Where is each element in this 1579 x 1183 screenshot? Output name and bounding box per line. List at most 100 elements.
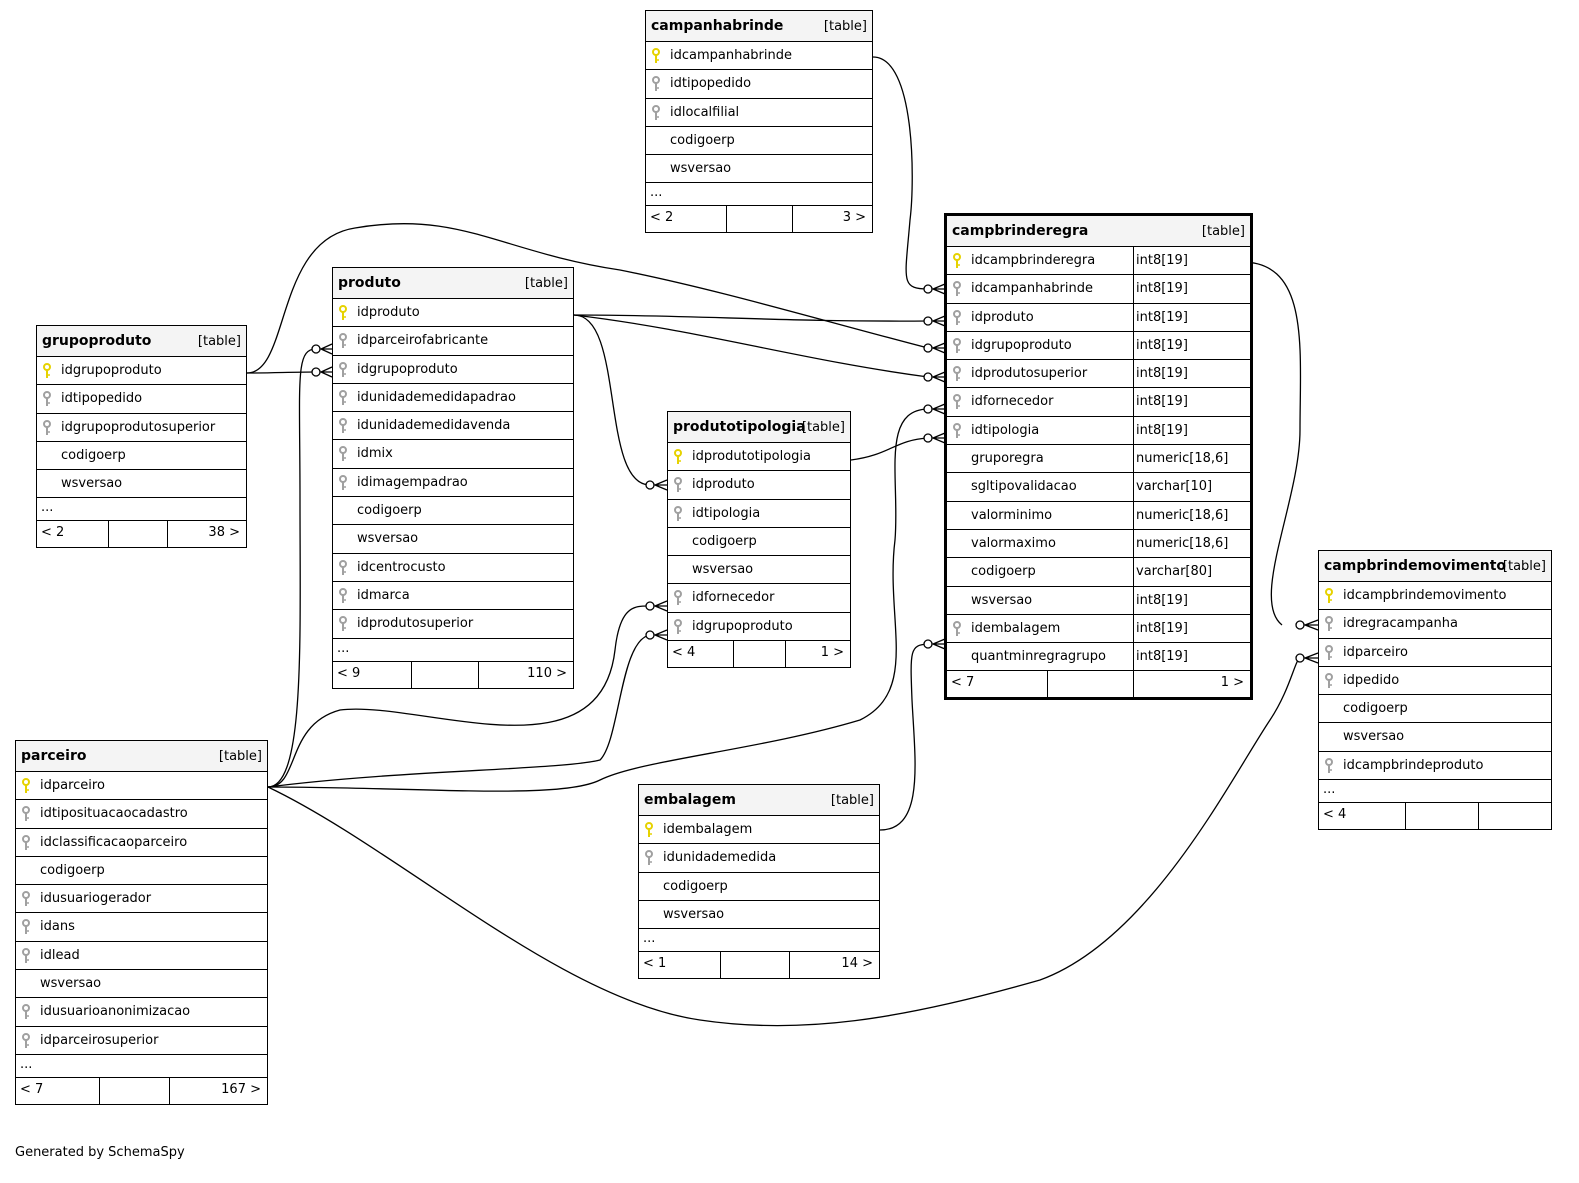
- column-idans[interactable]: idans: [16, 913, 267, 942]
- column-idclassificacaoparceiro[interactable]: idclassificacaoparceiro: [16, 829, 267, 857]
- parents-count-link[interactable]: < 2: [650, 210, 674, 226]
- column-idusuarioanonimizacao[interactable]: idusuarioanonimizacao: [16, 998, 267, 1027]
- parents-count-link[interactable]: < 2: [41, 525, 65, 541]
- column-idunidademedida[interactable]: idunidademedida: [639, 844, 879, 873]
- column-idpedido[interactable]: idpedido: [1319, 667, 1551, 696]
- column-codigoerp[interactable]: codigoerp: [333, 497, 573, 526]
- column-idgrupoproduto[interactable]: idgrupoproduto: [668, 613, 850, 642]
- primary-key-icon: [41, 363, 53, 379]
- column-idgrupoproduto[interactable]: idgrupoproduto: [37, 357, 246, 386]
- column-idtipopedido[interactable]: idtipopedido: [37, 385, 246, 414]
- column-idprodutotipologia[interactable]: idprodutotipologia: [668, 443, 850, 472]
- table-produtotipologia[interactable]: produtotipologia[table]idprodutotipologi…: [667, 411, 851, 669]
- column-wsversao[interactable]: wsversao: [16, 970, 267, 999]
- table-campbrindemovimento[interactable]: campbrindemovimento[table]idcampbrindemo…: [1318, 550, 1552, 831]
- column-divider: [1133, 247, 1134, 275]
- edge-produto-campbrinderegra-idprodutosuperior: [573, 314, 929, 378]
- relationship-nav: < 4: [1319, 803, 1551, 830]
- parents-count-link[interactable]: < 4: [672, 645, 696, 661]
- column-idparceiro[interactable]: idparceiro: [16, 772, 267, 801]
- column-idmix[interactable]: idmix: [333, 440, 573, 469]
- column-type: int8[19]: [1136, 366, 1188, 382]
- column-name: wsversao: [61, 476, 123, 492]
- column-idparceirosuperior[interactable]: idparceirosuperior: [16, 1027, 267, 1055]
- column-divider: [1133, 388, 1134, 416]
- children-count-link[interactable]: 1 >: [1220, 675, 1244, 691]
- children-count-link[interactable]: 1 >: [820, 645, 844, 661]
- column-idgrupoproduto[interactable]: idgrupoproduto: [333, 356, 573, 384]
- children-count-link[interactable]: 38 >: [208, 525, 240, 541]
- column-idusuariogerador[interactable]: idusuariogerador: [16, 885, 267, 914]
- column-idtipopedido[interactable]: idtipopedido: [646, 70, 872, 99]
- column-wsversao[interactable]: wsversao: [1319, 723, 1551, 752]
- children-count-link[interactable]: 110 >: [527, 665, 567, 681]
- parents-count-link[interactable]: < 1: [643, 956, 667, 972]
- column-idproduto[interactable]: idproduto: [333, 299, 573, 328]
- column-wsversao[interactable]: wsversao: [668, 556, 850, 585]
- parents-count-link[interactable]: < 4: [1323, 807, 1347, 823]
- column-wsversao[interactable]: wsversao: [646, 155, 872, 184]
- column-codigoerp[interactable]: codigoerp: [668, 528, 850, 557]
- column-idcampbrindeproduto[interactable]: idcampbrindeproduto: [1319, 752, 1551, 781]
- column-codigoerp[interactable]: codigoerp: [639, 873, 879, 901]
- column-idlead[interactable]: idlead: [16, 942, 267, 971]
- column-idunidademedidapadrao[interactable]: idunidademedidapadrao: [333, 384, 573, 413]
- column-idgrupoprodutosuperior[interactable]: idgrupoprodutosuperior: [37, 414, 246, 442]
- column-codigoerp[interactable]: codigoerp: [16, 857, 267, 886]
- column-codigoerp[interactable]: codigoerp: [646, 127, 872, 156]
- parents-count-link[interactable]: < 7: [20, 1081, 44, 1097]
- column-idunidademedidavenda[interactable]: idunidademedidavenda: [333, 412, 573, 441]
- column-idlocalfilial[interactable]: idlocalfilial: [646, 99, 872, 127]
- column-idtipologia[interactable]: idtipologia: [668, 500, 850, 528]
- column-idcentrocusto[interactable]: idcentrocusto: [333, 554, 573, 582]
- column-idparceirofabricante[interactable]: idparceirofabricante: [333, 327, 573, 356]
- column-idparceiro[interactable]: idparceiro: [1319, 639, 1551, 667]
- children-count-link[interactable]: 167 >: [221, 1081, 261, 1097]
- children-count-link[interactable]: 14 >: [841, 956, 873, 972]
- column-idcampbrindemovimento[interactable]: idcampbrindemovimento: [1319, 582, 1551, 611]
- column-wsversao[interactable]: wsversao: [639, 901, 879, 930]
- column-codigoerp[interactable]: codigoerp: [37, 442, 246, 471]
- foreign-key-icon: [337, 474, 349, 491]
- column-name: idcampbrindeproduto: [1343, 757, 1484, 773]
- column-idfornecedor[interactable]: idfornecedor: [668, 584, 850, 613]
- column-idembalagem[interactable]: idembalagem: [639, 816, 879, 845]
- column-idimagempadrao[interactable]: idimagempadrao: [333, 469, 573, 498]
- column-type: varchar[10]: [1136, 479, 1213, 495]
- column-idtiposituacaocadastro[interactable]: idtiposituacaocadastro: [16, 800, 267, 829]
- column-wsversao[interactable]: wsversao: [37, 470, 246, 499]
- children-count-link[interactable]: 3 >: [842, 210, 866, 226]
- column-idmarca[interactable]: idmarca: [333, 582, 573, 611]
- more-columns-ellipsis: ...: [37, 498, 246, 522]
- column-codigoerp[interactable]: codigoerp: [1319, 695, 1551, 724]
- parents-count-link[interactable]: < 9: [337, 665, 361, 681]
- column-idcampanhabrinde[interactable]: idcampanhabrinde: [646, 42, 872, 71]
- ellipsis-text: ...: [650, 185, 663, 201]
- column-idregracampanha[interactable]: idregracampanha: [1319, 610, 1551, 639]
- column-idprodutosuperior[interactable]: idprodutosuperior: [333, 610, 573, 639]
- parents-count-link[interactable]: < 7: [951, 675, 975, 691]
- column-idproduto[interactable]: idproduto: [668, 471, 850, 500]
- column-wsversao[interactable]: wsversao: [333, 525, 573, 554]
